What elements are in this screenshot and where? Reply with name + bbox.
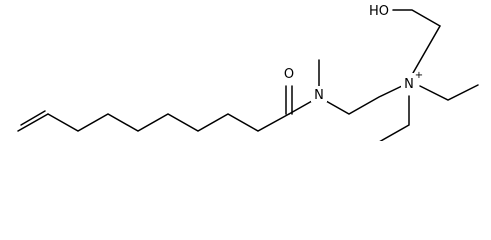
bond-vinyl-terminal [17, 113, 49, 132]
label-mask-amide-n [311, 86, 327, 102]
label-mask-ho [366, 2, 392, 18]
label-mask-o [281, 65, 297, 81]
structure-drawing: O N N + HO [17, 2, 479, 141]
bond-alkyl-chain [47, 113, 290, 132]
ammonium-charge-label: + [415, 70, 423, 81]
bond-ethyl-right [419, 84, 479, 101]
bond-vinyl-terminal-second [20, 110, 46, 126]
bond-hydroxyethyl [392, 9, 442, 74]
amide-nitrogen-label: N [314, 88, 324, 103]
structure-canvas: O N N + HO [17, 2, 479, 141]
bond-ethylene-linker [325, 85, 403, 115]
carbonyl-oxygen-label: O [284, 67, 294, 82]
label-mask-ammonium-n [401, 73, 417, 91]
hydroxyl-label: HO [369, 4, 389, 19]
bond-carbonyl-nitrogen [288, 100, 313, 115]
bond-ethyl-lower [379, 95, 410, 141]
ammonium-nitrogen-label: N [404, 77, 414, 92]
